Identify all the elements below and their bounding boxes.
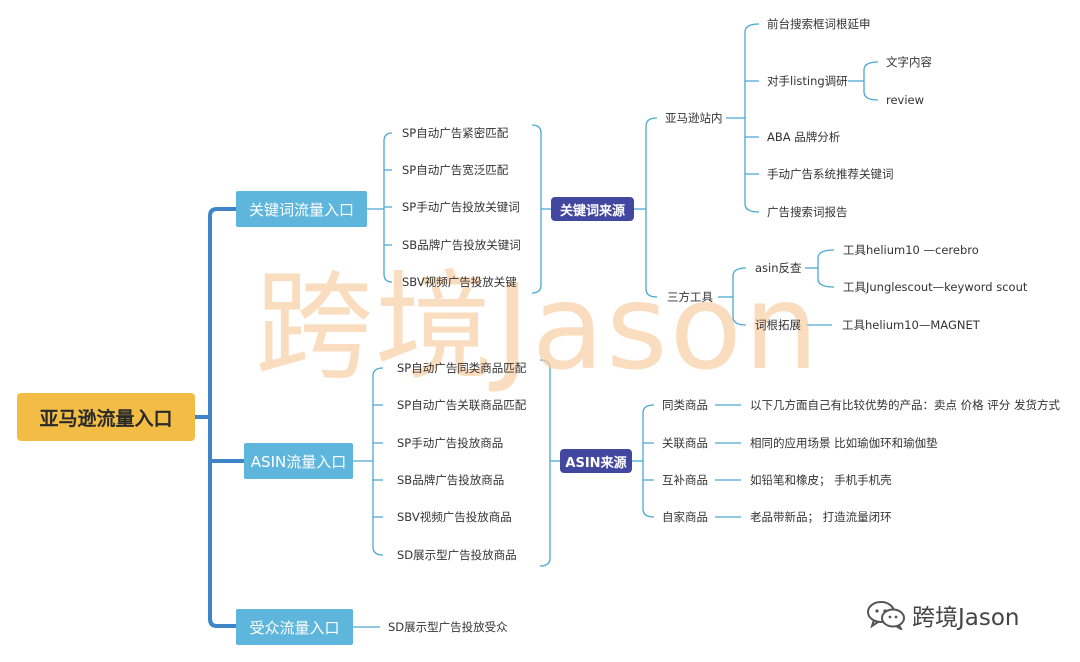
- asin-type-desc: 相同的应用场景 比如瑜伽环和瑜伽垫: [750, 436, 938, 450]
- root-node: 亚马逊流量入口: [17, 393, 195, 441]
- asin-type-desc: 如铅笔和橡皮； 手机手机壳: [750, 473, 892, 487]
- onsite-item: 前台搜索框词根延申: [767, 17, 871, 31]
- wechat-account-badge: 跨境Jason: [866, 598, 1020, 632]
- tool-item: 工具helium10 —cerebro: [843, 243, 979, 257]
- wechat-icon: [867, 601, 905, 630]
- asin-type-node: 关联商品: [662, 436, 708, 450]
- asin-type-desc: 老品带新品； 打造流量闭环: [750, 510, 892, 524]
- onsite-item: 广告搜索词报告: [767, 205, 848, 219]
- root-expand-node: 词根拓展: [755, 318, 801, 332]
- asin-type-node: 自家商品: [662, 510, 708, 524]
- asin-type-desc: 以下几方面自己有比较优势的产品：卖点 价格 评分 发货方式: [750, 398, 1060, 412]
- keyword-item: SP手动广告投放关键词: [402, 200, 520, 214]
- keyword-item: SB品牌广告投放关键词: [402, 238, 521, 252]
- keyword-item: SBV视频广告投放关键: [402, 275, 517, 289]
- onsite-item: 对手listing调研: [767, 74, 848, 88]
- asin-type-node: 同类商品: [662, 398, 708, 412]
- onsite-item: ABA 品牌分析: [767, 130, 841, 144]
- asin-source-node: ASIN来源: [560, 449, 632, 473]
- keyword-item: SP自动广告紧密匹配: [402, 126, 509, 140]
- wechat-account-name: 跨境Jason: [912, 605, 1020, 631]
- tools-node: 三方工具: [667, 290, 713, 304]
- asin-traffic-node: ASIN流量入口: [244, 443, 353, 479]
- keyword-source-node: 关键词来源: [551, 197, 634, 221]
- keyword-item: SP自动广告宽泛匹配: [402, 163, 509, 177]
- asin-item: SP手动广告投放商品: [397, 436, 504, 450]
- asin-item: SB品牌广告投放商品: [397, 473, 505, 487]
- asin-reverse-node: asin反查: [755, 261, 802, 275]
- audience-traffic-node: 受众流量入口: [236, 609, 353, 645]
- asin-item: SD展示型广告投放商品: [397, 548, 517, 562]
- asin-type-node: 互补商品: [662, 473, 708, 487]
- watermark-text: 跨境Jason: [255, 258, 821, 396]
- audience-item: SD展示型广告投放受众: [388, 620, 508, 634]
- tool-item: 工具helium10—MAGNET: [842, 318, 980, 332]
- asin-item: SBV视频广告投放商品: [397, 510, 512, 524]
- onsite-item: 手动广告系统推荐关键词: [767, 167, 894, 181]
- asin-item: SP自动广告同类商品匹配: [397, 361, 527, 375]
- asin-item: SP自动广告关联商品匹配: [397, 398, 527, 412]
- listing-sub-item: review: [886, 93, 925, 107]
- tool-item: 工具Junglescout—keyword scout: [843, 280, 1028, 294]
- listing-sub-item: 文字内容: [886, 55, 932, 69]
- onsite-node: 亚马逊站内: [665, 111, 723, 125]
- keyword-traffic-node: 关键词流量入口: [236, 191, 367, 227]
